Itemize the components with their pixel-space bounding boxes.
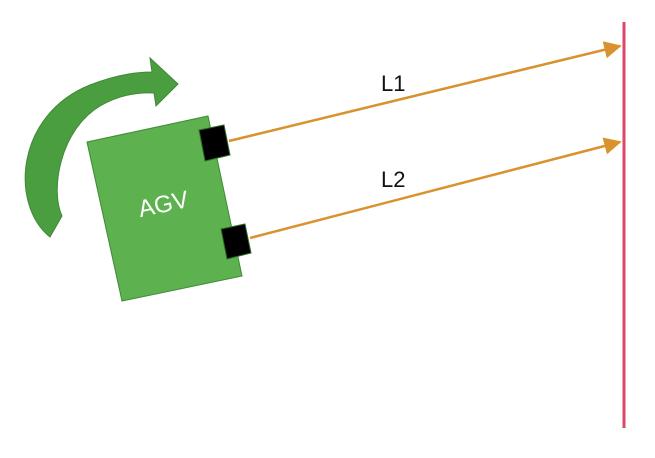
distance-sensor-icon-top xyxy=(198,124,231,162)
distance-sensor-icon-bottom xyxy=(220,223,252,260)
beam-l2-arrow xyxy=(249,137,622,240)
rotation-arrow-icon xyxy=(24,56,179,238)
agv-body: AGV xyxy=(86,115,243,302)
beam-l1-arrow xyxy=(228,41,622,143)
beam-l2-label: L2 xyxy=(381,167,405,192)
beam-l1-label: L1 xyxy=(381,71,405,96)
agv-rectangle xyxy=(86,115,243,302)
